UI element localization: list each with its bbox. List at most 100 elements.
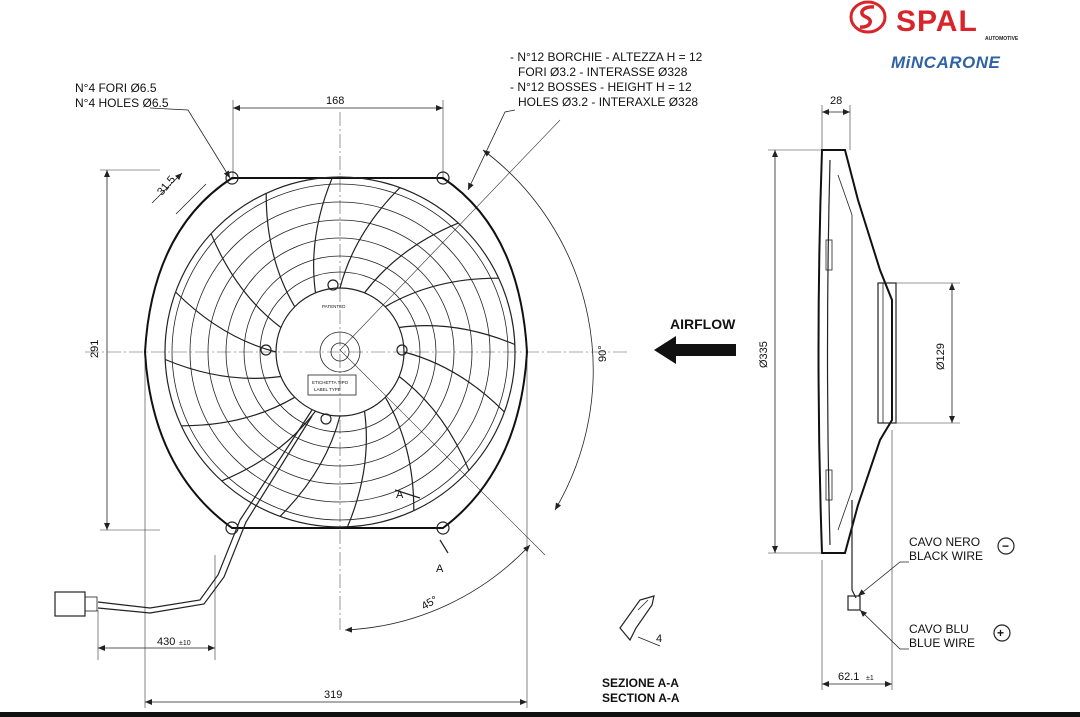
motor-shaft	[330, 342, 350, 362]
side-motor	[877, 282, 897, 424]
type-label-it: ETICHETTA TIPO	[312, 380, 349, 385]
dimension-129: Ø129	[896, 282, 960, 424]
guard-spoke	[346, 411, 367, 528]
black-wire-en: BLACK WIRE	[909, 549, 983, 563]
bottom-border	[0, 712, 1080, 717]
dimension-319: 319	[144, 360, 528, 708]
guard-spoke	[339, 187, 401, 289]
side-housing	[817, 149, 893, 554]
dim-31-5-label: 31.5	[155, 174, 178, 198]
side-inner-2	[837, 174, 853, 531]
guard-spoke	[313, 176, 334, 293]
fan-guard-ring-1	[171, 183, 509, 521]
dimension-angle-90: 90°	[339, 119, 609, 511]
dim-angle-90-label: 90°	[597, 345, 609, 362]
dim-430-tol: ±10	[179, 640, 191, 647]
bosses-note-en-2: HOLES Ø3.2 - INTERAXLE Ø328	[518, 95, 698, 109]
fan-guard-ring-5	[243, 255, 437, 449]
guard-spoke	[279, 415, 341, 517]
airflow-label: AIRFLOW	[670, 316, 736, 332]
type-label-en: LABEL TYPE	[314, 387, 341, 392]
mount-hole-bottom-right	[436, 521, 450, 535]
guard-spoke	[398, 376, 470, 471]
dim-335-label: Ø335	[758, 341, 770, 368]
guard-spoke	[384, 277, 499, 308]
minus-icon	[997, 537, 1015, 555]
plus-icon	[993, 624, 1011, 642]
power-cable	[97, 409, 313, 609]
section-label-it: SEZIONE A-A	[602, 676, 679, 690]
arrow-left-icon	[654, 336, 736, 364]
section-mark-lower-label: A	[436, 563, 444, 575]
motor-shaft-boss	[319, 331, 361, 373]
partner-logo: MiNCARONE	[891, 53, 1000, 72]
fan-front-view: PATENTED ETICHETTA TIPO LABEL TYPE	[54, 171, 529, 617]
black-wire-it: CAVO NERO	[909, 535, 980, 549]
spal-logo: SPAL AUTOMOTIVE MiNCARONE	[849, 0, 1019, 72]
bosses-note-it-1: - N°12 BORCHIE - ALTEZZA H = 12	[510, 50, 703, 64]
fan-outer-ring	[164, 176, 516, 528]
bosses-leader-line	[467, 109, 516, 191]
brand-name: SPAL	[896, 5, 978, 38]
holes-note: N°4 FORI Ø6.5 N°4 HOLES Ø6.5	[75, 81, 231, 179]
dim-168-label: 168	[326, 95, 344, 107]
hub-screw-right	[396, 344, 408, 356]
guard-spokes	[164, 176, 516, 528]
dim-291-label: 291	[89, 340, 101, 358]
hub-screw-top	[327, 279, 339, 291]
bosses-note-en-1: - N°12 BOSSES - HEIGHT H = 12	[510, 80, 692, 94]
section-clip-dim: 4	[656, 633, 662, 645]
guard-spoke	[399, 325, 516, 346]
guard-spoke	[364, 222, 459, 294]
fan-guard-ring-6	[259, 271, 421, 433]
holes-leader-line	[149, 107, 231, 179]
side-wire-connector	[847, 595, 861, 611]
side-clip-1	[825, 239, 833, 271]
bosses-note: - N°12 BORCHIE - ALTEZZA H = 12 FORI Ø3.…	[467, 50, 703, 191]
spal-swirl-logo-icon	[849, 0, 887, 34]
guard-spoke	[175, 291, 277, 353]
black-wire-polarity: −	[1002, 539, 1009, 553]
dimension-168: 168	[232, 95, 444, 180]
fan-guard-ring-2	[189, 201, 491, 503]
guard-spoke	[265, 193, 296, 308]
airflow-indicator: AIRFLOW	[654, 316, 736, 364]
power-cable-2	[97, 415, 313, 614]
section-mark-lower: A	[436, 539, 449, 575]
guard-spoke	[221, 410, 316, 482]
blue-wire-note: CAVO BLU BLUE WIRE +	[859, 609, 1011, 650]
brand-subtitle: AUTOMOTIVE	[985, 36, 1019, 42]
dim-28-label: 28	[830, 95, 842, 107]
black-wire-note: CAVO NERO BLACK WIRE −	[857, 535, 1015, 597]
mount-hole-top-left	[225, 171, 239, 185]
dimension-28: 28	[821, 95, 851, 150]
dim-129-label: Ø129	[935, 343, 947, 370]
connector-plug	[54, 591, 86, 617]
type-label-plate	[307, 374, 357, 396]
blue-wire-en: BLUE WIRE	[909, 636, 975, 650]
dim-62-1-label: 62.1	[838, 671, 859, 683]
side-inner-1	[826, 159, 831, 546]
hub-screw-bottom	[320, 413, 332, 425]
dimension-291: 291	[89, 169, 160, 531]
blue-wire-polarity: +	[997, 626, 1004, 640]
mount-hole-top-right	[436, 171, 450, 185]
dim-62-1-tol: ±1	[866, 675, 874, 682]
section-mark-upper: A	[394, 489, 421, 501]
dimension-angle-45: 45°	[339, 349, 546, 633]
guard-spoke	[181, 396, 296, 427]
connector-body	[84, 596, 98, 612]
blue-wire-it: CAVO BLU	[909, 622, 969, 636]
guard-spoke	[164, 358, 281, 379]
dimension-62-1: 62.1 ±1	[821, 430, 893, 690]
fan-guard-ring-3	[207, 219, 473, 485]
fan-guard-ring-4	[225, 237, 455, 467]
side-wire	[851, 500, 857, 599]
guard-spoke	[210, 233, 282, 328]
mount-hole-bottom-left	[225, 521, 239, 535]
dim-319-label: 319	[324, 689, 342, 701]
section-mark-upper-label: A	[396, 489, 404, 501]
fan-shroud	[143, 177, 529, 529]
